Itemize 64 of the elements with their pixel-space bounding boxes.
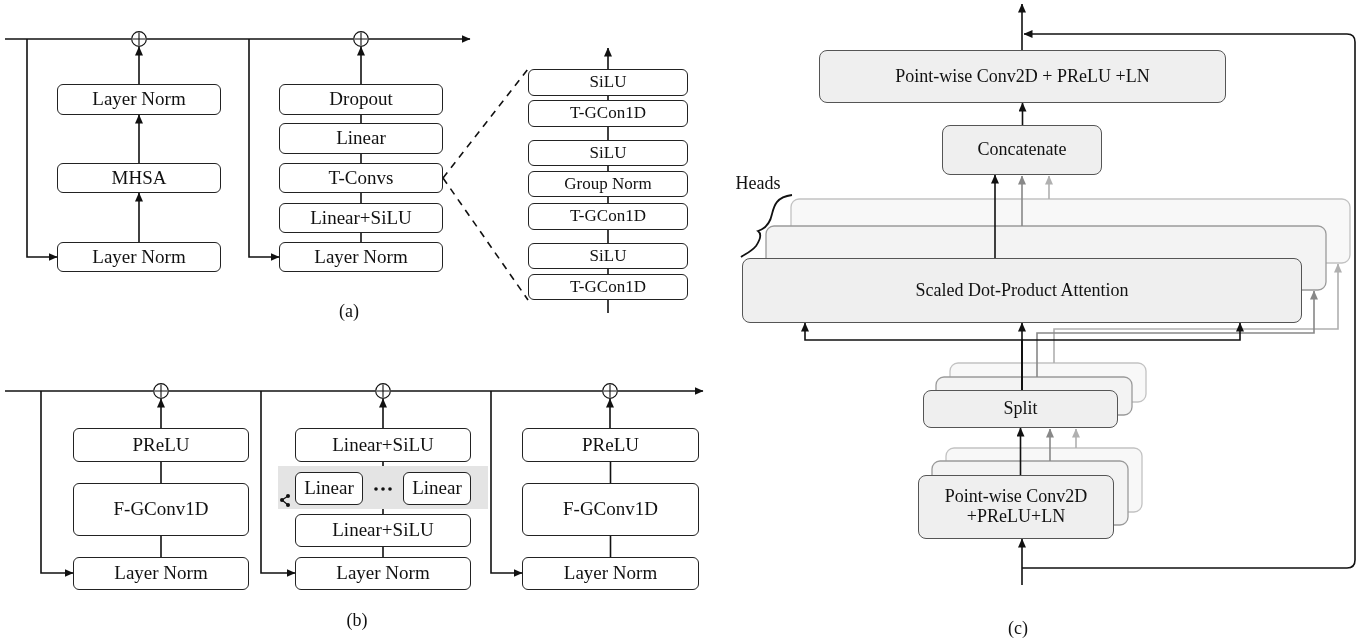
layer-box: T-Convs bbox=[279, 163, 443, 193]
arrow bbox=[1016, 427, 1025, 476]
layer-box: Layer Norm bbox=[73, 557, 249, 590]
brace-label: Heads bbox=[735, 172, 781, 194]
layer-box: Layer Norm bbox=[57, 84, 221, 115]
layer-box: Layer Norm bbox=[522, 557, 699, 590]
arrow bbox=[135, 192, 143, 243]
layer-box: Layer Norm bbox=[279, 242, 443, 272]
layer-box: T-GCon1D bbox=[528, 203, 688, 230]
layer-box: Linear+SiLU bbox=[295, 514, 471, 547]
module-box: Concatenate bbox=[942, 125, 1102, 175]
arrow bbox=[157, 398, 165, 429]
zoom-line bbox=[442, 177, 529, 301]
arrow bbox=[379, 398, 387, 429]
layer-box: Linear bbox=[403, 472, 471, 505]
module-box: Split bbox=[923, 390, 1118, 428]
layer-box: MHSA bbox=[57, 163, 221, 193]
arrow bbox=[604, 47, 612, 70]
module-box: Scaled Dot-Product Attention bbox=[742, 258, 1302, 323]
panel-caption: (c) bbox=[1008, 617, 1028, 639]
module-box: Point-wise Conv2D + PReLU +LN bbox=[819, 50, 1226, 103]
arrow bbox=[490, 390, 523, 577]
sum-circle bbox=[131, 31, 147, 47]
arrow bbox=[1021, 322, 1244, 391]
arrow bbox=[606, 398, 614, 429]
arrow bbox=[368, 35, 471, 43]
layer-box: PReLU bbox=[73, 428, 249, 462]
layer-box: F-GConv1D bbox=[522, 483, 699, 536]
sum-circle bbox=[375, 383, 391, 399]
arrow bbox=[1018, 538, 1026, 586]
module-box: Point-wise Conv2D +PReLU+LN bbox=[918, 475, 1114, 539]
panel-caption: (a) bbox=[339, 300, 359, 322]
layer-box: Dropout bbox=[279, 84, 443, 115]
arrow bbox=[617, 387, 704, 395]
sum-circle bbox=[602, 383, 618, 399]
layer-box: Linear bbox=[295, 472, 363, 505]
layer-box: Linear+SiLU bbox=[295, 428, 471, 462]
layer-box: PReLU bbox=[522, 428, 699, 462]
arrow bbox=[135, 46, 143, 85]
panel-caption: (b) bbox=[346, 609, 368, 631]
layer-box: Linear+SiLU bbox=[279, 203, 443, 233]
arrow bbox=[40, 390, 74, 577]
arrow bbox=[26, 38, 58, 261]
layer-box: SiLU bbox=[528, 69, 688, 96]
layer-box: F-GConv1D bbox=[73, 483, 249, 536]
arrow bbox=[991, 174, 999, 259]
layer-box: T-GCon1D bbox=[528, 100, 688, 127]
layer-box: Group Norm bbox=[528, 171, 688, 197]
parallel-group-panel bbox=[278, 466, 488, 509]
layer-box: SiLU bbox=[528, 243, 688, 269]
arrow bbox=[260, 390, 296, 577]
layer-box: SiLU bbox=[528, 140, 688, 166]
arrow bbox=[357, 46, 365, 85]
sum-circle bbox=[353, 31, 369, 47]
arrow bbox=[135, 114, 143, 164]
layer-box: Linear bbox=[279, 123, 443, 154]
arrow bbox=[1018, 102, 1027, 126]
arrow bbox=[1018, 3, 1026, 51]
layer-box: T-GCon1D bbox=[528, 274, 688, 300]
zoom-line bbox=[442, 68, 529, 179]
sum-circle bbox=[153, 383, 169, 399]
layer-box: Layer Norm bbox=[57, 242, 221, 272]
arrow bbox=[248, 38, 280, 261]
layer-box: Layer Norm bbox=[295, 557, 471, 590]
